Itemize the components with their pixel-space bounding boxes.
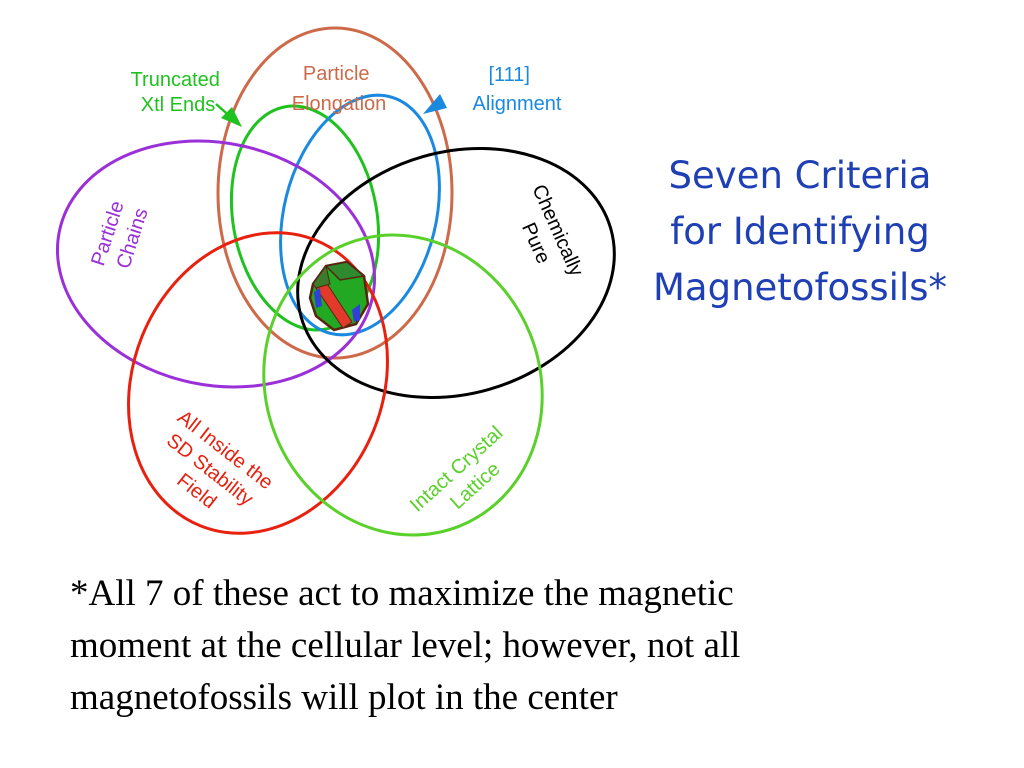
label-intact-crystal-lattice: Intact Crystal Lattice [406, 418, 528, 535]
label-chemically-pure: Chemically Pure [505, 181, 590, 295]
venn-diagram: Truncated Xtl Ends Particle Elongation [… [55, 26, 616, 537]
title-line: for Identifying [670, 210, 930, 253]
label-111-alignment: [111] Alignment [473, 64, 562, 115]
label-truncated-xtl-ends: Truncated Xtl Ends [131, 69, 226, 116]
ellipse-particle-elongation [216, 26, 454, 360]
footnote: *All 7 of these act to maximize the magn… [70, 568, 1000, 724]
label-sd-stability-field: All Inside the SD Stability Field [142, 406, 281, 537]
title-line: Seven Criteria [668, 154, 932, 197]
arrow-truncated-xtl-ends [215, 103, 242, 127]
ellipse-intact-crystal-lattice [262, 233, 544, 537]
slide-title: Seven Criteria for Identifying Magnetofo… [600, 148, 1000, 316]
ellipse-chemically-pure [296, 147, 616, 399]
arrow-111-alignment [423, 94, 447, 114]
ellipse-sd-stability-field [127, 231, 389, 535]
footnote-line: magnetofossils will plot in the center [70, 677, 618, 718]
title-line: Magnetofossils* [653, 266, 947, 309]
ellipse-111-alignment [279, 93, 441, 337]
footnote-line: *All 7 of these act to maximize the magn… [70, 573, 734, 614]
label-particle-chains: Particle Chains [87, 193, 154, 276]
footnote-line: moment at the cellular level; however, n… [70, 625, 741, 666]
label-particle-elongation: Particle Elongation [292, 63, 387, 115]
ellipse-truncated-xtl-ends [229, 104, 381, 332]
magnetite-crystal-icon [308, 260, 370, 332]
